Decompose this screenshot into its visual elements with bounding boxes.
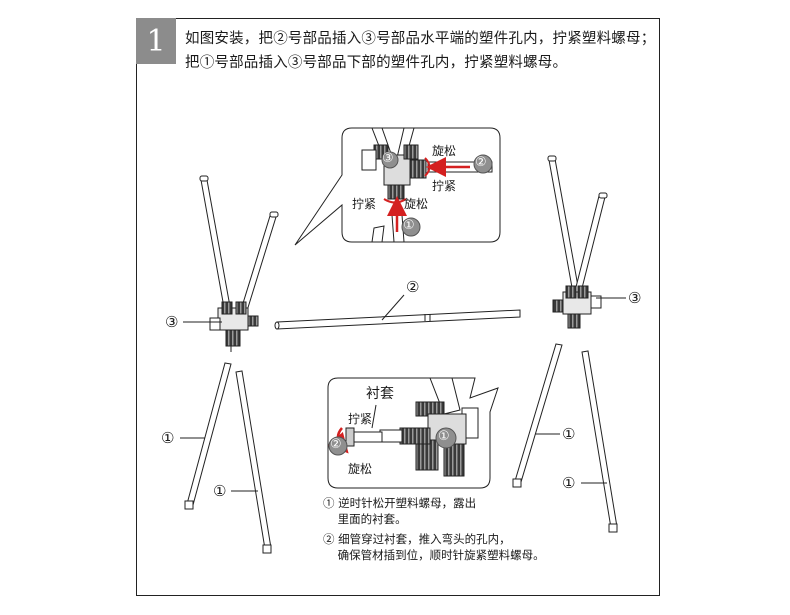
lower-tubes — [184, 343, 618, 554]
step-number-box: 1 — [136, 18, 176, 64]
step-instruction: 如图安装，把②号部品插入③号部品水平端的塑件孔内，拧紧塑料螺母；把①号部品插入③… — [185, 31, 656, 71]
badge-top-1 — [401, 217, 421, 237]
top-loosen-right: 旋松 — [432, 144, 457, 158]
note-line-4: 确保管材插到位，顺时针旋紧塑料螺母。 — [323, 548, 545, 562]
right-upper-tube-a — [548, 158, 580, 294]
top-tighten-right: 拧紧 — [432, 179, 457, 193]
callout-top — [294, 127, 501, 246]
label-part1-left-a: ① — [161, 429, 175, 447]
leader-lines — [180, 294, 626, 492]
bottom-sleeve: 衬套 — [366, 386, 394, 402]
badge-bottom-1 — [435, 427, 457, 449]
lower-tube-left-b — [235, 370, 272, 550]
note-line-3: ② 细管穿过衬套，推入弯头的孔内， — [323, 532, 511, 546]
top-loosen-bottom: 旋松 — [404, 197, 429, 211]
note-line-2: 里面的衬套。 — [323, 512, 407, 526]
right-assembly — [547, 155, 608, 329]
label-part2-tube: ② — [406, 278, 420, 296]
badge-top-3-text: ③ — [382, 151, 394, 166]
lower-tube-right-a — [514, 343, 563, 483]
badge-top-2 — [473, 154, 493, 174]
left-assembly — [199, 175, 279, 352]
badge-top-2-text: ② — [475, 155, 487, 170]
note-line-1: ① 逆时针松开塑料螺母，露出 — [323, 496, 477, 510]
badge-top-3 — [381, 151, 399, 169]
callout-bottom — [327, 377, 499, 489]
label-part3-left: ③ — [165, 313, 179, 331]
badge-bottom-2 — [328, 436, 348, 456]
left-upper-tube-a — [200, 179, 232, 314]
step-number: 1 — [146, 23, 166, 59]
right-upper-tube-b — [573, 195, 606, 297]
badge-top-1-text: ① — [403, 218, 415, 233]
label-part3-right: ③ — [628, 289, 642, 307]
lower-tube-right-b — [581, 350, 618, 529]
bottom-loosen: 旋松 — [348, 462, 373, 476]
left-upper-tube-b — [239, 215, 277, 315]
label-part1-right-a: ① — [562, 425, 576, 443]
bottom-tighten: 拧紧 — [348, 412, 373, 426]
assembly-notes: ① 逆时针松开塑料螺母，露出 里面的衬套。 ② 细管穿过衬套，推入弯头的孔内， … — [323, 495, 545, 563]
badge-bottom-1-text: ① — [438, 429, 450, 444]
label-part1-left-b: ① — [213, 482, 227, 500]
horizontal-tube — [274, 309, 521, 330]
top-tighten-left: 拧紧 — [352, 197, 377, 211]
badge-bottom-2-text: ② — [330, 437, 342, 452]
label-part1-right-b: ① — [562, 474, 576, 492]
